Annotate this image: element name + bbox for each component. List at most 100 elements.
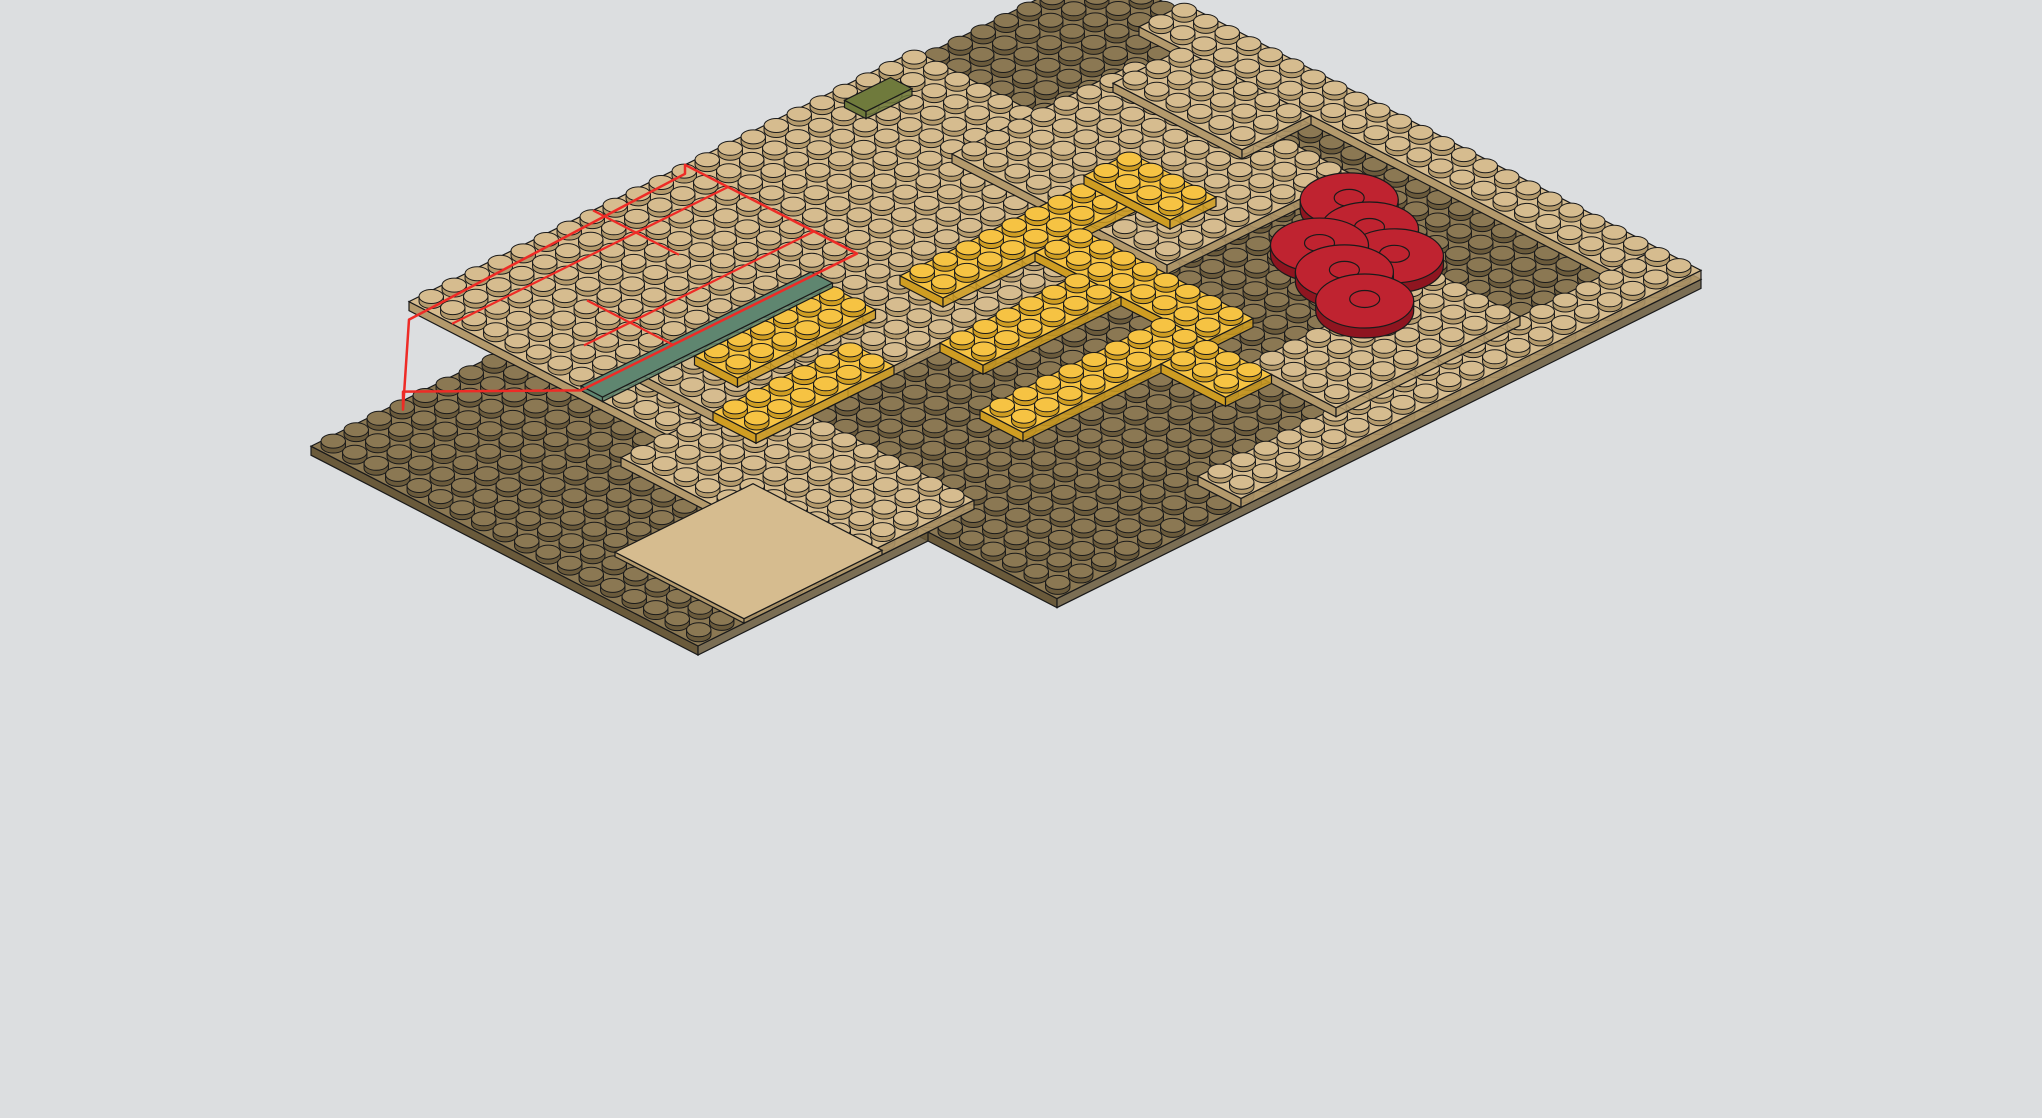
stud	[498, 455, 522, 474]
stud	[553, 289, 577, 308]
stud	[1414, 384, 1438, 403]
stud	[558, 556, 582, 575]
stud	[1087, 285, 1111, 304]
stud	[1191, 59, 1215, 78]
stud	[1115, 541, 1139, 560]
stud	[519, 467, 543, 486]
stud	[1245, 259, 1269, 278]
stud	[1280, 59, 1304, 78]
stud	[1447, 224, 1471, 243]
stud	[1165, 451, 1189, 470]
stud	[1391, 395, 1415, 414]
stud	[1145, 82, 1169, 101]
stud	[321, 434, 345, 453]
stud	[1131, 285, 1155, 304]
stud	[1222, 271, 1246, 290]
stud	[343, 445, 367, 464]
stud	[1123, 71, 1147, 90]
stud	[871, 523, 895, 542]
stud	[1081, 375, 1105, 394]
stud	[505, 334, 529, 353]
stud	[1228, 163, 1252, 182]
stud	[1202, 219, 1226, 238]
stud	[1469, 235, 1493, 254]
stud	[1192, 37, 1216, 56]
stud	[1016, 25, 1040, 44]
stud	[780, 220, 804, 239]
stud	[804, 186, 828, 205]
stud	[1193, 363, 1217, 382]
stud	[1065, 274, 1089, 293]
stud	[1349, 351, 1373, 370]
stud	[556, 244, 580, 263]
stud	[619, 299, 643, 318]
stud	[1041, 308, 1065, 327]
stud	[907, 309, 931, 328]
stud	[895, 489, 919, 508]
stud	[903, 385, 927, 404]
stud	[464, 289, 488, 308]
stud	[950, 331, 974, 350]
stud	[864, 287, 888, 306]
stud	[1231, 127, 1255, 146]
stud	[942, 117, 966, 136]
stud	[644, 601, 668, 620]
stud	[1188, 440, 1212, 459]
stud	[1013, 70, 1037, 89]
stud	[938, 185, 962, 204]
stud	[1538, 192, 1562, 211]
stud	[906, 331, 930, 350]
stud	[996, 308, 1020, 327]
stud	[1059, 364, 1083, 383]
stud	[878, 419, 902, 438]
stud	[945, 72, 969, 91]
stud	[551, 311, 575, 330]
stud	[668, 232, 692, 251]
stud	[853, 118, 877, 137]
stud	[582, 522, 606, 541]
stud	[1024, 229, 1048, 248]
stud	[720, 445, 744, 464]
stud	[1116, 175, 1140, 194]
stud	[687, 623, 711, 642]
stud	[1348, 373, 1372, 392]
stud	[472, 512, 496, 531]
stud	[978, 252, 1002, 271]
stud	[810, 96, 834, 115]
stud	[960, 531, 984, 550]
stud	[665, 277, 689, 296]
stud	[1219, 307, 1243, 326]
stud	[645, 243, 669, 262]
stud	[550, 334, 574, 353]
stud	[889, 253, 913, 272]
stud	[561, 511, 585, 530]
stud	[628, 500, 652, 519]
stud	[459, 366, 483, 385]
stud	[1007, 486, 1031, 505]
stud	[1059, 47, 1083, 66]
stud	[792, 366, 816, 385]
stud	[1073, 497, 1097, 516]
stud	[832, 433, 856, 452]
stud	[642, 288, 666, 307]
stud	[1417, 339, 1441, 358]
stud	[826, 197, 850, 216]
stud	[1418, 317, 1442, 336]
stud	[912, 241, 936, 260]
stud	[533, 255, 557, 274]
stud	[769, 377, 793, 396]
stud	[1014, 47, 1038, 66]
stud	[1231, 453, 1255, 472]
stud	[484, 323, 508, 342]
stud	[929, 320, 953, 339]
stud	[522, 422, 546, 441]
stud	[1051, 141, 1075, 160]
stud	[1012, 409, 1036, 428]
stud	[1271, 185, 1295, 204]
stud	[984, 497, 1008, 516]
stud	[515, 534, 539, 553]
stud	[1552, 316, 1576, 335]
stud	[890, 230, 914, 249]
stud	[1667, 259, 1691, 278]
stud	[531, 278, 555, 297]
